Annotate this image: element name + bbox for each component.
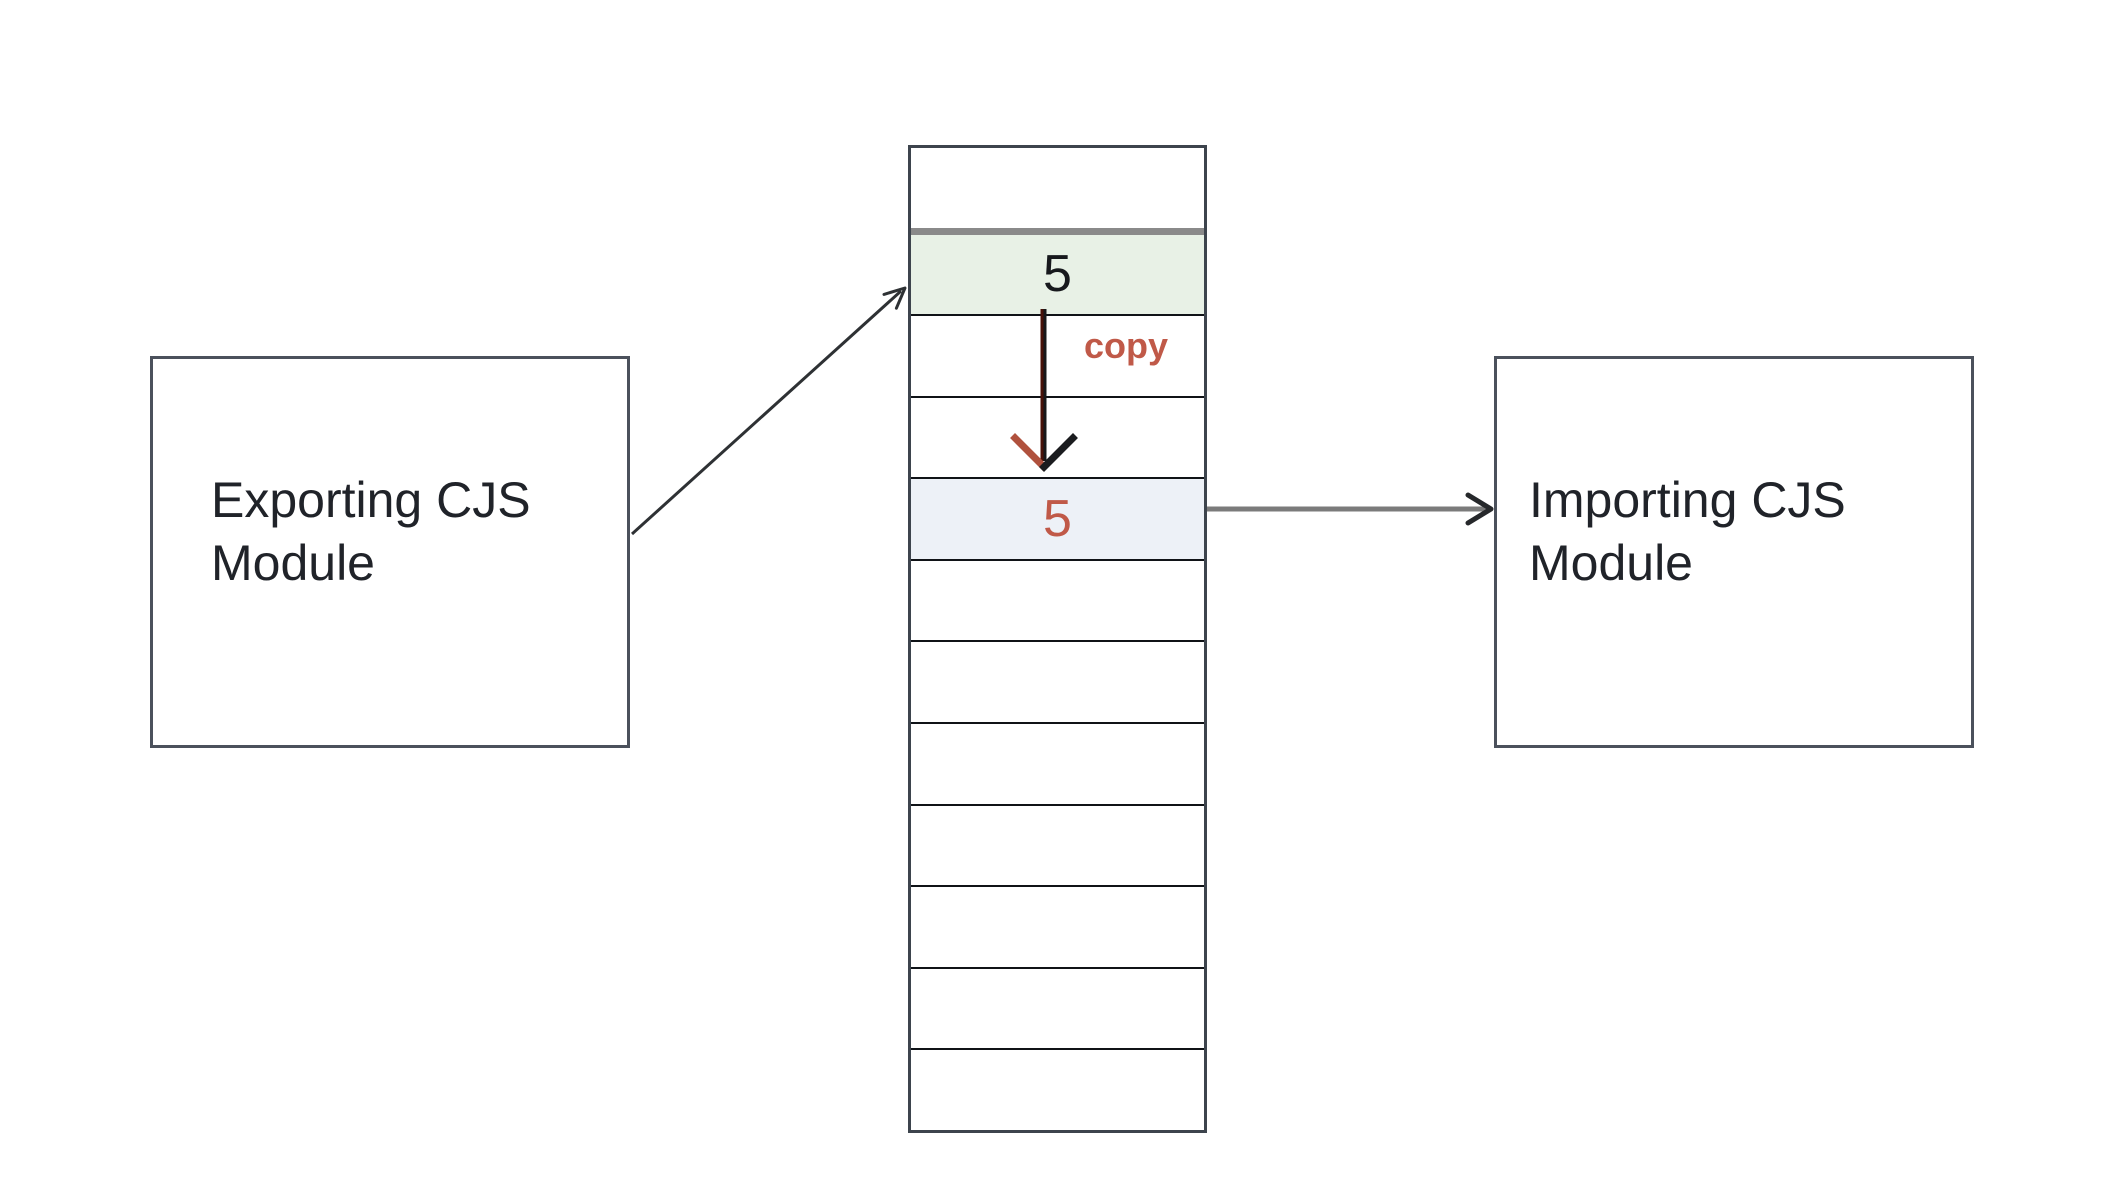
memory-cell-1	[911, 148, 1204, 235]
memory-cell-11	[911, 969, 1204, 1051]
importing-module-box: Importing CJS Module	[1494, 356, 1974, 748]
memory-cell-10	[911, 887, 1204, 969]
memory-cell-6	[911, 561, 1204, 643]
memory-cell-9	[911, 806, 1204, 888]
export-arrow	[630, 286, 907, 536]
exporting-module-box: Exporting CJS Module	[150, 356, 630, 748]
exported-value: 5	[1043, 245, 1072, 304]
memory-cell-4	[911, 398, 1204, 480]
exporting-module-label: Exporting CJS Module	[211, 472, 531, 591]
import-arrow	[1207, 492, 1494, 526]
memory-cell-5: 5	[911, 479, 1204, 561]
imported-value: 5	[1043, 490, 1072, 549]
memory-cell-3	[911, 316, 1204, 398]
importing-module-label: Importing CJS Module	[1529, 472, 1846, 591]
memory-cell-7	[911, 642, 1204, 725]
memory-cell-2: 5	[911, 234, 1204, 317]
copy-label: copy	[1084, 325, 1169, 366]
memory-cell-8	[911, 724, 1204, 806]
memory-cell-12	[911, 1050, 1204, 1130]
